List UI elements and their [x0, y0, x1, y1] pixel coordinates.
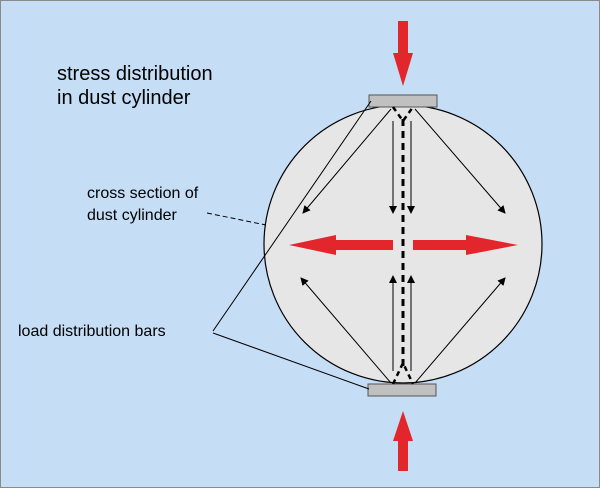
dashed-bottom-fork [391, 360, 415, 385]
title-line-1: stress distribution [57, 63, 213, 85]
cross-section-line-1: cross section of [87, 185, 199, 202]
load-bars-leader [212, 100, 372, 390]
dashed-top-fork [391, 106, 415, 124]
bottom-load-bar [367, 383, 437, 397]
diagram-title: stress distribution in dust cylinder [57, 62, 213, 110]
cross-section-label: cross section of dust cylinder [87, 183, 198, 227]
top-load-arrow [393, 21, 413, 86]
cross-section-leader [206, 212, 267, 226]
right-tension-arrow [413, 235, 518, 255]
bottom-stress-arrows [300, 275, 506, 384]
title-line-2: in dust cylinder [57, 87, 191, 109]
left-tension-arrow [289, 235, 393, 255]
bottom-load-arrow [393, 411, 413, 471]
load-bars-label: load distribution bars [18, 323, 166, 340]
cross-section-line-2: dust cylinder [87, 207, 177, 224]
top-stress-arrows [302, 108, 506, 214]
top-load-bar [368, 94, 438, 108]
